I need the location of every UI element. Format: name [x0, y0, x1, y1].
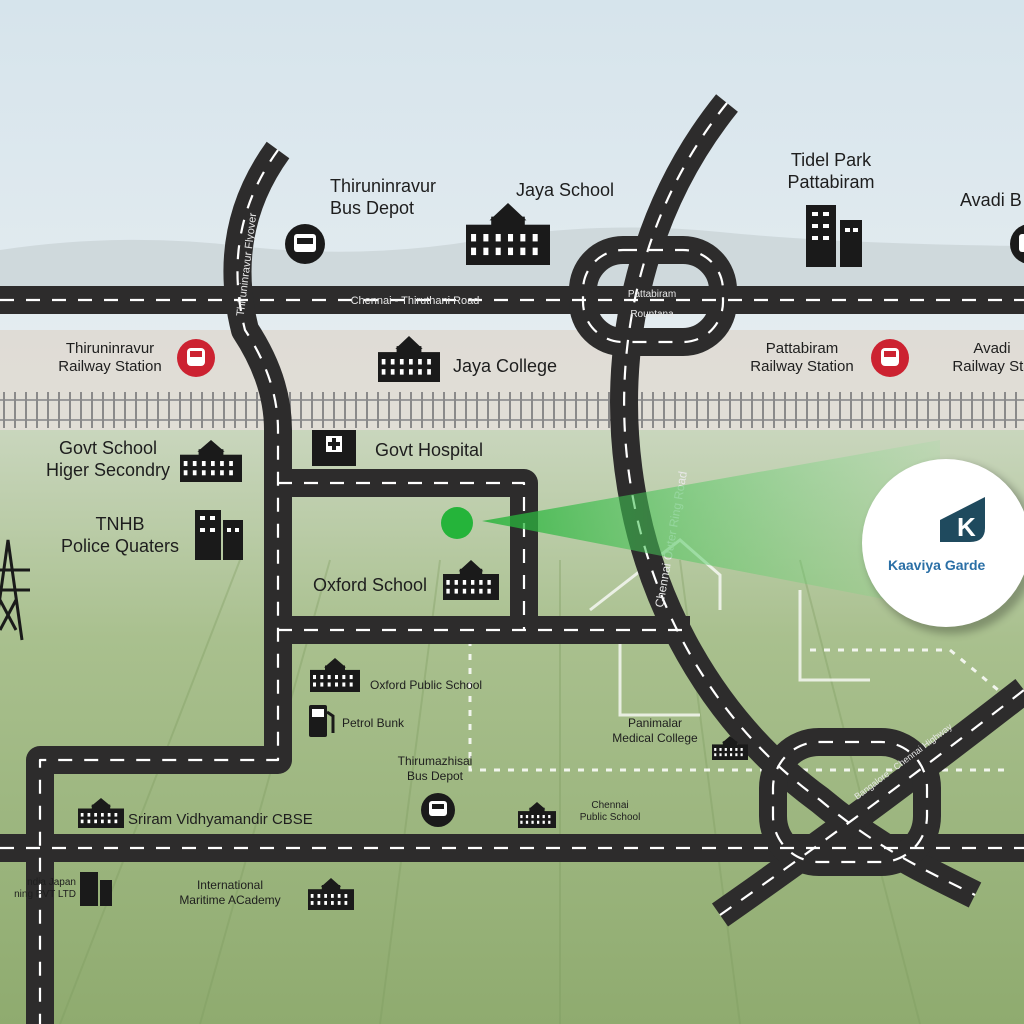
school-icon [378, 336, 440, 382]
logo-name: Kaaviya Garde [888, 557, 985, 573]
town-strip [0, 330, 1024, 440]
office-building-icon [806, 205, 862, 267]
bus-icon [285, 224, 325, 264]
roads [0, 94, 1024, 1024]
school-icon [443, 560, 499, 600]
petrol-pump-icon [309, 705, 335, 737]
office-building-icon [80, 872, 112, 906]
transmission-tower-icon [0, 539, 30, 641]
bus-icon [421, 793, 455, 827]
logo-letter: K [957, 512, 976, 542]
school-icon [466, 203, 550, 265]
train-icon [177, 339, 215, 377]
train-icon [871, 339, 909, 377]
school-icon [308, 878, 354, 910]
label-jaya-college: Jaya College [453, 356, 558, 376]
hospital-icon [312, 430, 356, 466]
plot-boundaries [468, 640, 1011, 772]
label-oxford-school: Oxford School [313, 575, 428, 595]
label-sriram-vidhyamandir: Sriram Vidhyamandir CBSE [128, 811, 313, 828]
label-govt-hospital: Govt Hospital [375, 440, 484, 460]
school-icon [518, 802, 556, 828]
location-beam [482, 440, 940, 610]
label-jaya-school: Jaya School [516, 180, 615, 200]
label-petrol-bunk: Petrol Bunk [342, 716, 405, 730]
road-label-rountana-line2: Rountana [630, 309, 674, 320]
school-icon [180, 440, 242, 482]
label-oxford-public-school: Oxford Public School [370, 678, 483, 692]
school-icon [712, 736, 748, 760]
label-avadi-bus: Avadi B [960, 190, 1022, 210]
office-building-icon [195, 510, 243, 560]
school-icon [310, 658, 360, 692]
logo-badge [862, 459, 1024, 627]
school-icon [78, 798, 124, 828]
bus-icon [1010, 224, 1024, 264]
road-label-rountana-line1: Pattabiram [628, 289, 676, 300]
road-label-chennai-thiruthani: Chennai - Thiruthani Road [351, 295, 480, 307]
leaf-logo-icon [940, 497, 985, 542]
location-marker-icon [441, 507, 473, 539]
